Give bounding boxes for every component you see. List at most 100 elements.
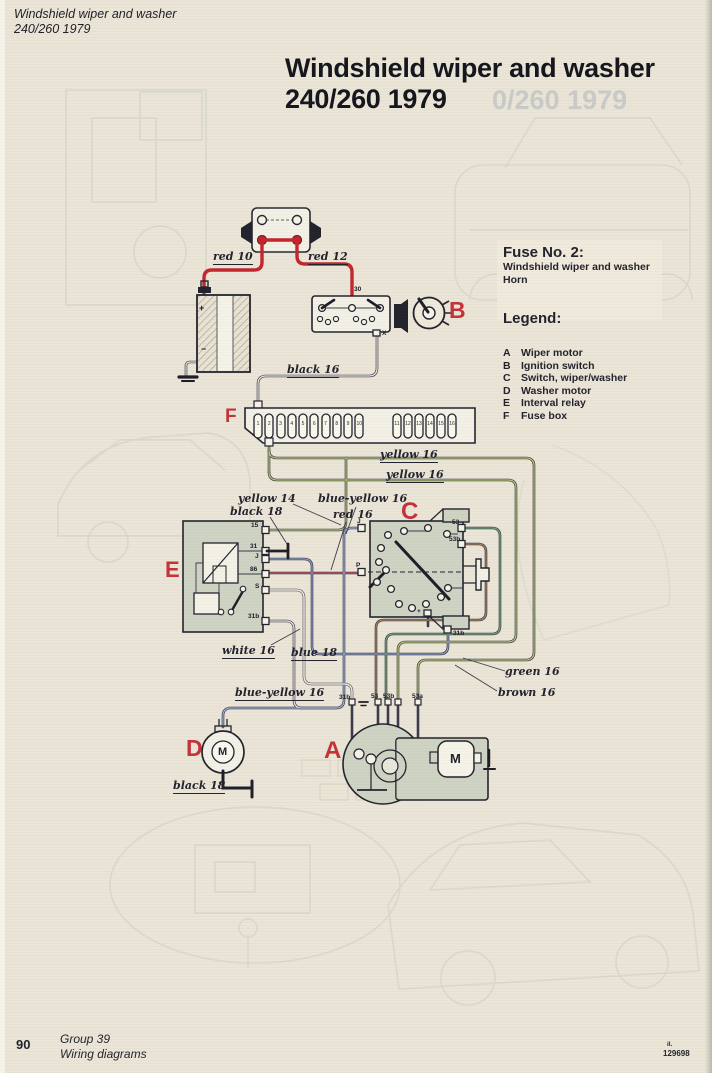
battery-plus: + bbox=[199, 303, 205, 313]
terminal-e31b: 31b bbox=[248, 613, 260, 620]
terminal-cp: P bbox=[356, 562, 361, 569]
legend-key: D bbox=[503, 384, 511, 397]
battery-minus: − bbox=[201, 344, 207, 354]
terminal-a53b: 53b bbox=[383, 693, 395, 700]
component-letter-F: F bbox=[225, 406, 237, 427]
junction-block bbox=[241, 207, 321, 253]
fuse-number: 12 bbox=[405, 421, 411, 427]
component-letter-D: D bbox=[186, 735, 203, 761]
interval-relay bbox=[182, 520, 270, 633]
fuse-number: 14 bbox=[427, 421, 433, 427]
legend-heading: Legend: bbox=[503, 310, 562, 327]
fuse-number: 16 bbox=[449, 421, 455, 427]
fuse-number: 15 bbox=[438, 421, 444, 427]
terminal-cplus: + bbox=[417, 608, 421, 615]
legend-key: F bbox=[503, 409, 510, 422]
fuse-number: 8 bbox=[335, 421, 339, 427]
terminal-e15: 15 bbox=[251, 522, 259, 529]
title-line2: 240/260 1979 bbox=[285, 84, 447, 114]
washer-motor-M: M bbox=[218, 746, 228, 758]
fuse-number: 2 bbox=[267, 421, 271, 427]
wire-label-red-12: red 12 bbox=[308, 250, 348, 265]
terminal-a31b: 31b bbox=[339, 694, 351, 701]
footer-group-line1: Group 39 bbox=[60, 1032, 111, 1046]
header-line2: 240/260 1979 bbox=[14, 22, 91, 36]
legend-key: E bbox=[503, 397, 511, 410]
terminal-c31b: 31b bbox=[453, 630, 465, 637]
terminal-e31: 31 bbox=[250, 543, 258, 550]
ground-symbols bbox=[177, 375, 496, 799]
header-line1: Windshield wiper and washer bbox=[14, 7, 177, 21]
title-line1: Windshield wiper and washer bbox=[285, 53, 655, 83]
wire-label-black-18-b: black 18 bbox=[173, 779, 226, 794]
wiper-washer-switch bbox=[357, 508, 490, 634]
wire-label-blue-yellow-16-a: blue-yellow 16 bbox=[318, 492, 408, 505]
leader-lines bbox=[269, 503, 506, 692]
wire-label-blue-18: blue 18 bbox=[291, 646, 338, 661]
battery bbox=[196, 280, 251, 373]
fuse-number: 4 bbox=[290, 421, 294, 427]
fuse-number: 1 bbox=[256, 421, 260, 427]
legend-label: Wiper motor bbox=[521, 347, 583, 359]
fuse-number: 3 bbox=[279, 421, 282, 427]
terminal-c53: 53 bbox=[452, 519, 460, 526]
legend-label: Interval relay bbox=[521, 397, 586, 410]
terminal-a53: 53 bbox=[371, 693, 379, 700]
washer-motor bbox=[201, 719, 245, 774]
page-header: Windshield wiper and washer 240/260 1979 bbox=[14, 7, 176, 37]
legend-item: B Ignition switch bbox=[503, 360, 627, 373]
component-letter-A: A bbox=[324, 737, 342, 764]
terminal-30: 30 bbox=[354, 286, 362, 293]
legend-key: A bbox=[503, 347, 511, 359]
illustration-number: 129698 bbox=[663, 1049, 690, 1058]
legend-key: B bbox=[503, 359, 511, 372]
legend-item: E Interval relay bbox=[503, 397, 627, 410]
page-number: 90 bbox=[16, 1037, 31, 1052]
fuse-note-heading: Fuse No. 2: bbox=[503, 244, 584, 261]
illustration-prefix: il. bbox=[667, 1041, 673, 1048]
component-letter-E: E bbox=[165, 557, 180, 582]
wire-label-yellow-16-b: yellow 16 bbox=[386, 468, 444, 483]
wire-label-red-10: red 10 bbox=[213, 250, 253, 265]
terminal-cj: J bbox=[357, 518, 361, 525]
wire-label-brown-16: brown 16 bbox=[498, 686, 556, 699]
component-letter-C: C bbox=[401, 498, 419, 525]
fuse-box bbox=[244, 400, 476, 447]
fuse-number: 11 bbox=[394, 421, 400, 427]
page-title: Windshield wiper and washer 240/260 1979 bbox=[285, 53, 655, 115]
wiper-motor bbox=[342, 698, 489, 805]
legend-item: F Fuse box bbox=[503, 410, 627, 423]
fuse-number: 13 bbox=[416, 421, 422, 427]
legend-label: Ignition switch bbox=[521, 359, 595, 372]
component-letter-B: B bbox=[449, 297, 466, 323]
wire-label-white-16: white 16 bbox=[222, 644, 275, 659]
footer-group-line2: Wiring diagrams bbox=[60, 1046, 147, 1061]
fuse-note: Fuse No. 2: Windshield wiper and washer … bbox=[503, 244, 650, 287]
terminal-es: S bbox=[255, 583, 260, 590]
footer-group: Group 39 Wiring diagrams bbox=[60, 1032, 147, 1061]
legend-label: Switch, wiper/washer bbox=[521, 372, 628, 385]
wire-label-green-16: green 16 bbox=[505, 665, 560, 678]
wire-label-black-18-a: black 18 bbox=[230, 505, 283, 518]
plunger-knob bbox=[475, 558, 490, 591]
legend-item: A Wiper motor bbox=[503, 347, 627, 360]
legend-label: Washer motor bbox=[521, 384, 592, 397]
wiper-motor-M: M bbox=[450, 751, 461, 766]
wire-label-red-16: red 16 bbox=[333, 508, 373, 521]
legend-item: D Washer motor bbox=[503, 385, 627, 398]
wire-label-blue-yellow-16-b: blue-yellow 16 bbox=[235, 686, 325, 701]
fuse-number: 10 bbox=[356, 421, 363, 427]
terminal-c53b: 53b bbox=[449, 536, 461, 543]
fuse-note-line1: Windshield wiper and washer bbox=[503, 261, 650, 273]
connector-block bbox=[394, 299, 408, 333]
legend-item: C Switch, wiper/washer bbox=[503, 372, 627, 385]
fuse-number: 5 bbox=[301, 421, 305, 427]
fuse-number: 6 bbox=[312, 421, 316, 427]
terminal-e86: 86 bbox=[250, 566, 258, 573]
legend-label: Fuse box bbox=[521, 409, 568, 422]
legend-key: C bbox=[503, 372, 511, 385]
wire-label-yellow-14: yellow 14 bbox=[238, 492, 296, 505]
